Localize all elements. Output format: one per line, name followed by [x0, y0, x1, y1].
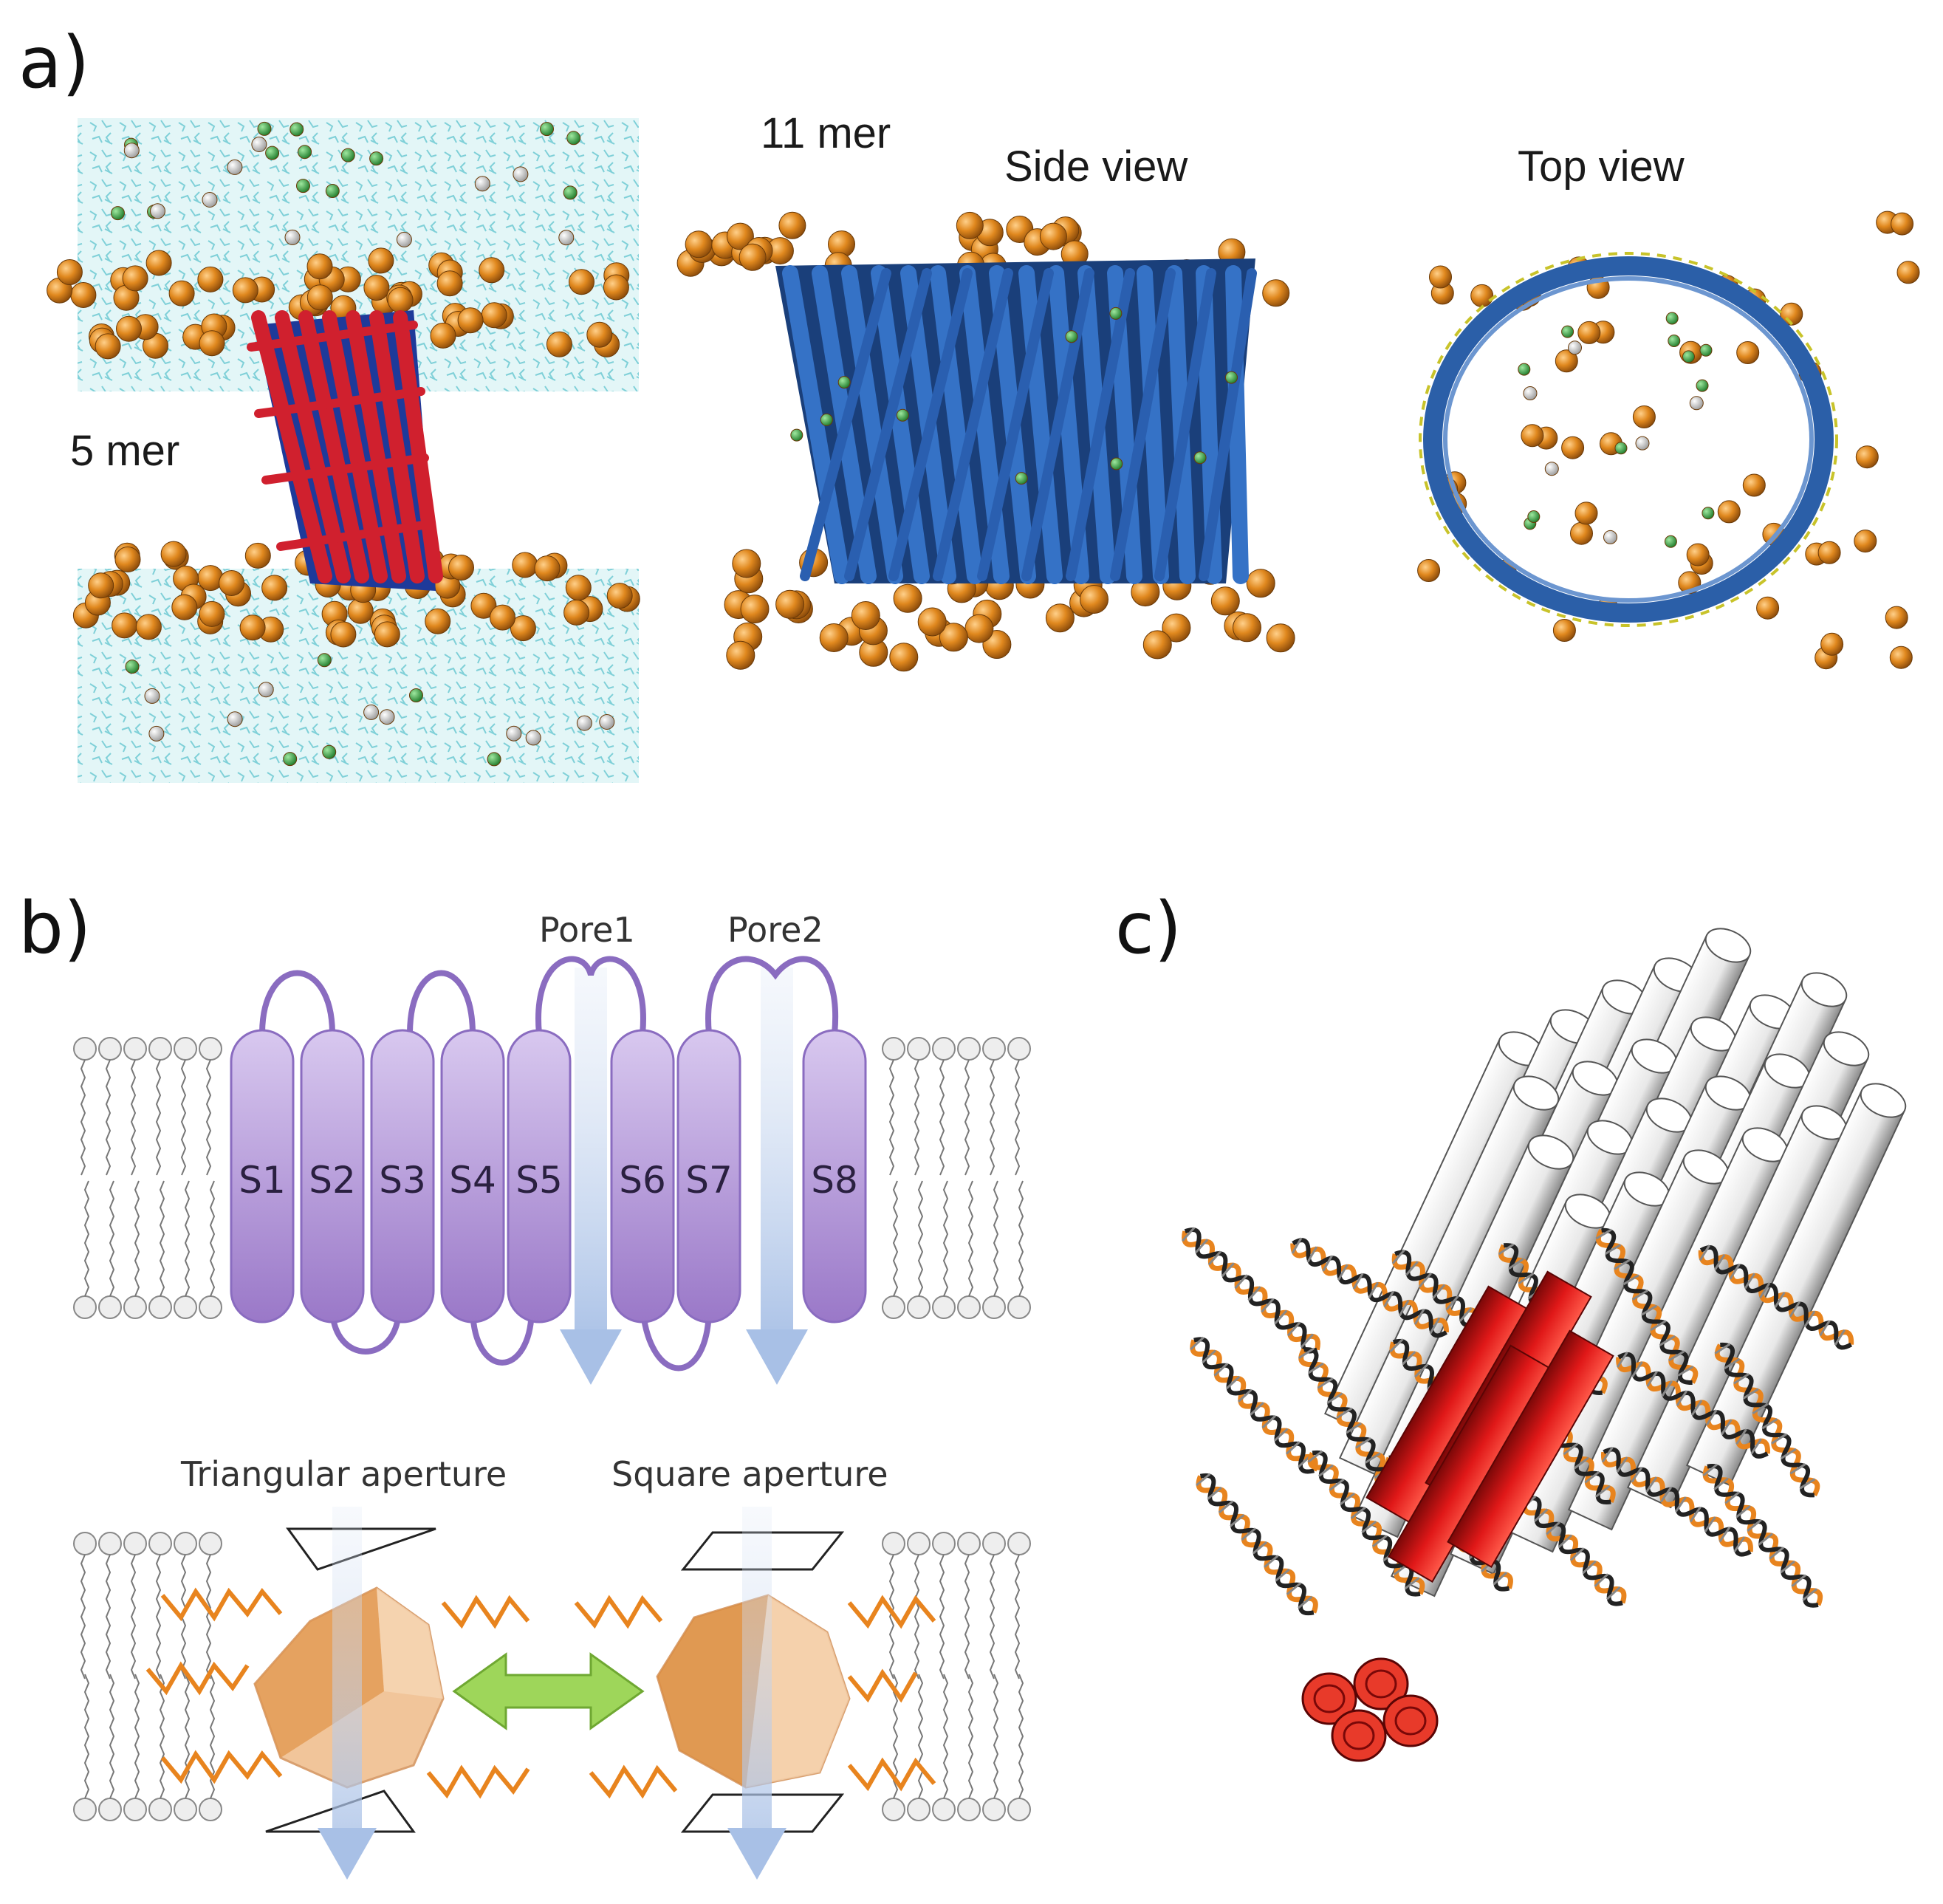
ions-11mer: [790, 307, 1238, 485]
helices: [230, 1029, 867, 1323]
lipid-bilayer-bottom: [73, 1532, 1031, 1821]
triangular-aperture-label: Triangular aperture: [180, 1454, 507, 1494]
label-11mer: 11 mer: [761, 109, 891, 157]
helix-label: S3: [379, 1159, 426, 1202]
helix-label: S1: [239, 1159, 286, 1202]
label-top-view: Top view: [1518, 143, 1685, 191]
panel-a-letter: a): [18, 21, 89, 104]
pore1-label: Pore1: [539, 910, 635, 950]
dna-origami-nanopore: [1182, 928, 1907, 1762]
label-5mer: 5 mer: [70, 427, 179, 475]
panel-b: b) S1 S2 S3 S4 S5 S6 S7 S8 Pore1 Pore2 Triangul…: [18, 887, 1031, 1880]
panel-a: a) 5 mer 11 mer Side view Top vie: [18, 21, 1920, 783]
lipid-bilayer-top: [73, 1037, 1031, 1319]
beta-barrel-11mer: [775, 258, 1257, 584]
sim-5mer: [47, 118, 657, 783]
lipid-headgroups-top: [1417, 210, 1920, 670]
switch-double-arrow: [452, 1652, 645, 1730]
pore-arrows-top: [560, 968, 808, 1385]
helix-label: S4: [449, 1159, 496, 1202]
helix-label: S7: [685, 1159, 733, 1202]
square-aperture-label: Square aperture: [611, 1454, 888, 1494]
helix-label: S8: [811, 1159, 858, 1202]
panel-c: c): [1115, 887, 1907, 1762]
pore2-label: Pore2: [727, 910, 823, 950]
hydrophobic-chains: [145, 1587, 936, 1799]
sim-11mer-side: [676, 211, 1295, 672]
ions-5mer: [111, 121, 615, 767]
loops: [259, 956, 839, 1372]
red-core-stem: [1301, 1270, 1614, 1762]
ions-top: [1518, 312, 1715, 548]
sim-11mer-top: [1417, 210, 1920, 670]
panel-b-letter: b): [18, 887, 91, 970]
panel-c-letter: c): [1115, 887, 1182, 970]
helix-label: S6: [619, 1159, 666, 1202]
helix-label: S5: [515, 1159, 563, 1202]
label-side-view: Side view: [1004, 143, 1188, 191]
aperture-arrows: [318, 1507, 787, 1880]
beta-barrel-5mer: [247, 310, 443, 591]
helix-label: S2: [309, 1159, 356, 1202]
helix-labels: S1 S2 S3 S4 S5 S6 S7 S8: [239, 1159, 858, 1202]
lipid-headgroups-lower: [72, 541, 640, 648]
